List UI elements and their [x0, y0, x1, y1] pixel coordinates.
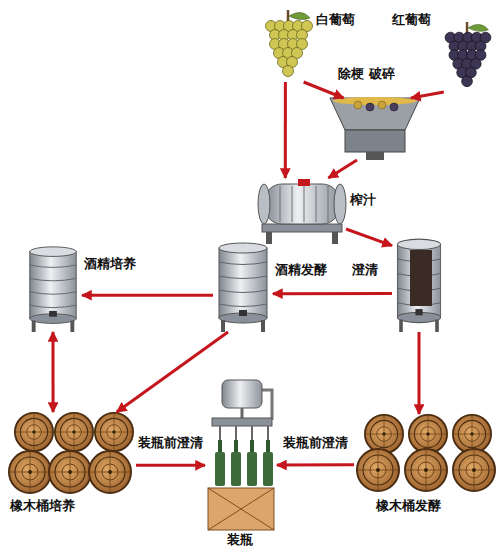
bottle	[215, 452, 225, 486]
bottle-neck	[250, 440, 254, 452]
oak-barrel	[405, 449, 447, 491]
bottle-neck	[266, 440, 270, 452]
oak-barrel	[89, 451, 131, 493]
tank-opening	[410, 250, 432, 306]
flow-arrow	[284, 82, 287, 178]
base-cross	[208, 488, 274, 530]
press-slats	[280, 186, 328, 222]
stage-label: 白葡萄	[316, 12, 355, 28]
process-stage: 装瓶	[205, 378, 277, 530]
steel-tanks	[30, 239, 441, 332]
grape	[366, 103, 374, 111]
grape-cluster	[266, 10, 313, 77]
flow-arrow	[82, 294, 213, 297]
bottle	[263, 452, 273, 486]
flow-arrow	[418, 332, 421, 414]
aging-tank	[30, 247, 76, 332]
process-stage: 橡木桶发酵	[354, 414, 496, 492]
flow-arrow	[411, 92, 444, 98]
process-stage: 榨汁	[258, 178, 346, 246]
stage-label: 装瓶	[227, 532, 253, 548]
grape-cluster	[445, 22, 491, 87]
bottle	[231, 452, 241, 486]
oak-barrel	[95, 413, 133, 451]
process-stage: 除梗 破碎	[330, 98, 420, 160]
flow-arrow	[273, 292, 392, 295]
flow-arrow	[52, 332, 55, 412]
process-stage: 橡木桶培养	[8, 412, 136, 494]
grape	[390, 103, 398, 111]
grape	[354, 101, 362, 109]
stage-label: 酒精发酵	[275, 262, 327, 278]
crusher-body	[345, 130, 405, 152]
filler-nozzles	[220, 426, 268, 440]
bottle-neck	[234, 440, 238, 452]
flow-arrow	[136, 464, 205, 467]
flow-arrow	[346, 229, 392, 246]
edge-label: 装瓶前澄清	[136, 435, 205, 451]
bottle-neck	[218, 440, 222, 452]
edge-label: 装瓶前澄清	[281, 435, 350, 451]
press-hatch	[298, 179, 310, 186]
bottling-machine	[208, 380, 274, 530]
machine-base	[208, 488, 274, 530]
oak-barrel	[453, 415, 491, 453]
oak-barrel	[453, 449, 495, 491]
red-grapes	[445, 22, 491, 87]
settling-tank	[397, 239, 440, 332]
pipe	[241, 408, 244, 418]
stage-label: 红葡萄	[392, 12, 431, 28]
flow-arrow	[277, 463, 354, 466]
grape-mass	[333, 97, 417, 105]
bottle	[247, 452, 257, 486]
outlet	[366, 152, 384, 160]
oak-barrel	[49, 451, 91, 493]
fermentation-barrels	[357, 415, 495, 491]
fermentation-tank	[219, 243, 267, 332]
wine-press	[258, 179, 346, 244]
manifold	[212, 418, 272, 426]
stage-label: 橡木桶培养	[10, 498, 75, 514]
flow-arrow	[304, 82, 344, 98]
grape	[378, 101, 386, 109]
pipe	[262, 390, 272, 420]
press-drum	[264, 184, 340, 224]
press-base	[262, 224, 342, 232]
process-stage: 酒精发酵	[213, 240, 273, 332]
filler-tank	[222, 380, 262, 408]
stage-label: 除梗 破碎	[338, 66, 395, 82]
oak-barrel	[9, 451, 51, 493]
white-grapes	[266, 10, 313, 77]
stage-label: 榨汁	[350, 192, 376, 208]
press-cap	[258, 184, 270, 224]
stage-label: 橡木桶发酵	[376, 498, 441, 514]
process-stage: 白葡萄	[262, 10, 314, 82]
press-cap	[334, 184, 346, 224]
crusher-destemmer	[330, 97, 420, 160]
oak-barrel	[55, 413, 93, 451]
oak-barrel	[409, 415, 447, 453]
process-stage: 红葡萄	[438, 22, 496, 92]
flow-arrow	[328, 160, 357, 178]
process-stage: 酒精培养	[24, 244, 82, 332]
stage-label: 澄清	[352, 262, 378, 278]
oak-barrel	[15, 413, 53, 451]
aging-barrels	[9, 413, 133, 493]
hopper	[330, 98, 420, 130]
stage-label: 酒精培养	[84, 256, 136, 272]
oak-barrel	[357, 449, 399, 491]
process-stage: 澄清	[392, 236, 446, 332]
flow-arrow	[117, 332, 228, 412]
oak-barrel	[365, 415, 403, 453]
